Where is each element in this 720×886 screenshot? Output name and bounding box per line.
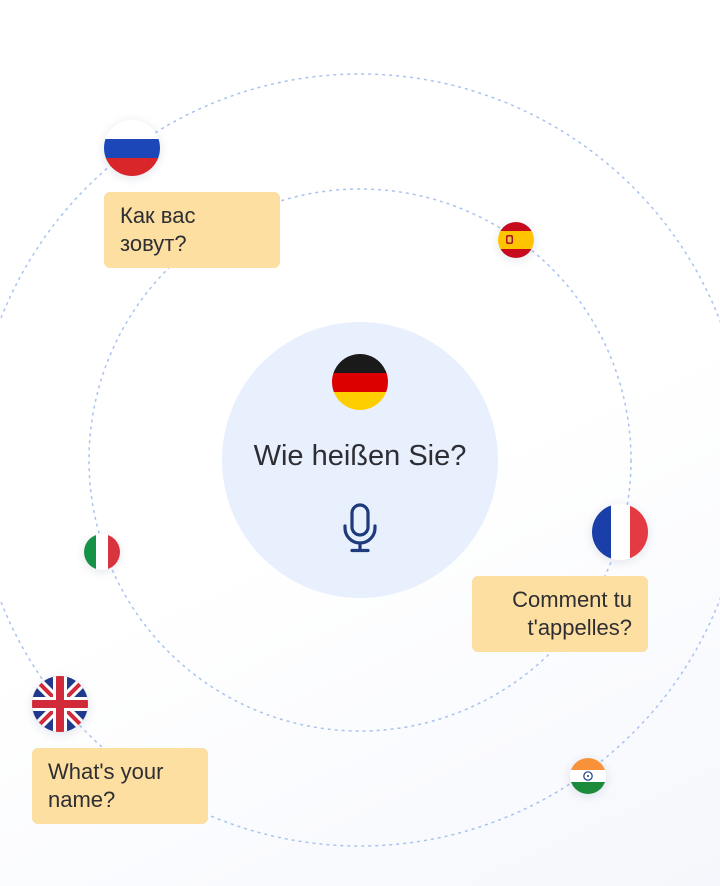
germany-flag-icon (332, 354, 388, 410)
microphone-icon[interactable] (340, 502, 380, 554)
english-translation-bubble: What's your name? (32, 748, 208, 824)
russian-translation-bubble: Как вас зовут? (104, 192, 280, 268)
spain-flag-icon (498, 222, 534, 258)
uk-flag-icon (32, 676, 88, 732)
center-phrase-text: Wie heißen Sie? (253, 440, 467, 472)
india-flag-icon (570, 758, 606, 794)
france-flag-icon (592, 504, 648, 560)
russia-flag-icon (104, 120, 160, 176)
inner-orbit-ring (88, 188, 632, 732)
french-translation-bubble: Comment tu t'appelles? (472, 576, 648, 652)
italy-flag-icon (84, 534, 120, 570)
spoken-phrase-panel: Wie heißen Sie? (222, 322, 498, 598)
